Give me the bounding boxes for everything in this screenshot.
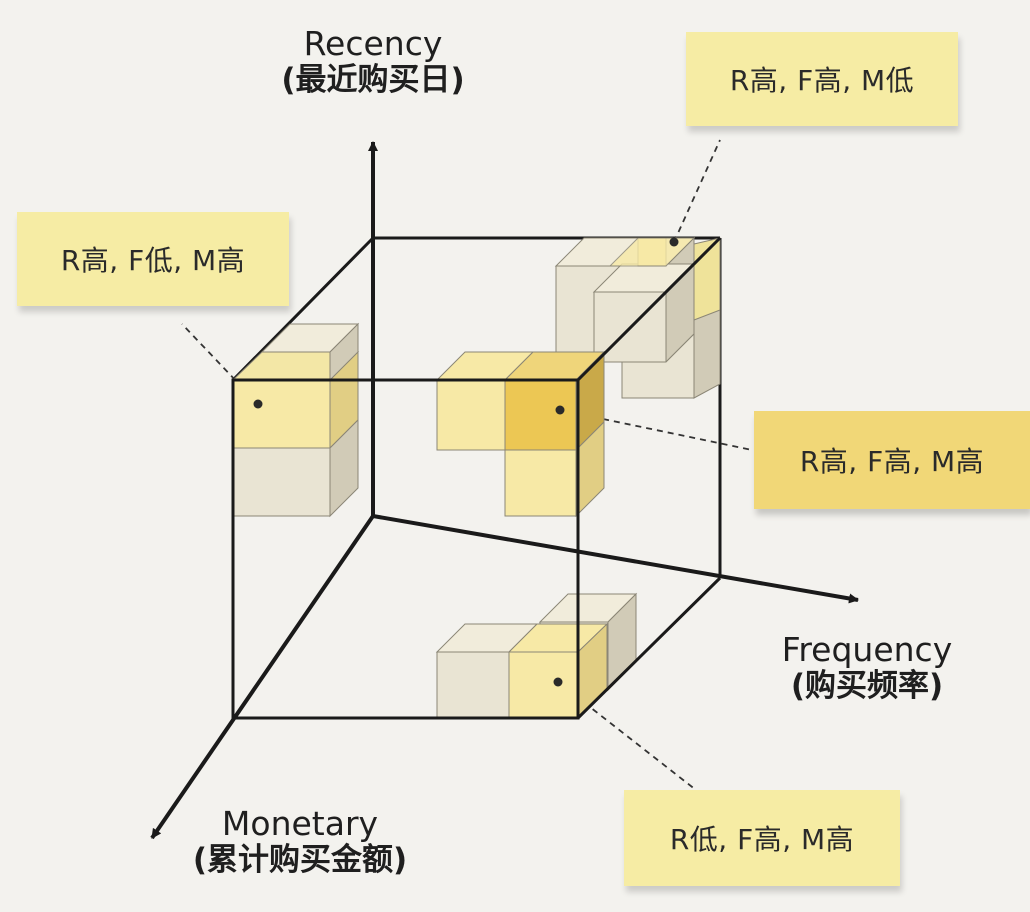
monetary-axis-label: Monetary (累计购买金额)	[130, 804, 470, 878]
leader-line-rlow-fhigh-mhigh	[557, 681, 697, 791]
cube-group-rhigh-flow-mhigh	[231, 322, 360, 518]
recency-axis-label: Recency (最近购买日)	[228, 24, 518, 98]
monetary-axis-zh: (累计购买金额)	[192, 841, 408, 878]
point-rhigh-flow-mhigh	[253, 399, 263, 409]
recency-axis-zh: (最近购买日)	[281, 61, 465, 98]
leader-line-rhigh-flow-mhigh	[181, 323, 259, 405]
axes	[150, 141, 859, 840]
frequency-axis-arrow	[372, 514, 859, 604]
leader-line-rhigh-fhigh-mlow	[673, 139, 721, 243]
leader-lines	[181, 139, 753, 791]
frequency-axis-name: Frequency	[781, 630, 953, 669]
note-rhigh-fhigh-mhigh: R高, F高, M高	[754, 411, 1030, 509]
monetary-axis-name: Monetary	[221, 804, 379, 843]
note-rhigh-fhigh-mlow: R高, F高, M低	[686, 32, 958, 126]
point-rhigh-fhigh-mhigh	[555, 405, 565, 415]
point-rlow-fhigh-mhigh	[553, 677, 563, 687]
recency-axis-name: Recency	[303, 24, 443, 63]
frequency-axis-zh: (购买频率)	[790, 667, 944, 704]
note-rhigh-flow-mhigh: R高, F低, M高	[17, 212, 289, 306]
monetary-axis-arrow	[150, 514, 375, 840]
note-rlow-fhigh-mhigh: R低, F高, M高	[624, 790, 900, 886]
frequency-axis-label: Frequency (购买频率)	[742, 630, 992, 704]
cube-group-rlow-fhigh-mhigh	[435, 592, 638, 720]
cube-front-edges	[231, 236, 722, 720]
point-rhigh-fhigh-mlow	[669, 237, 679, 247]
